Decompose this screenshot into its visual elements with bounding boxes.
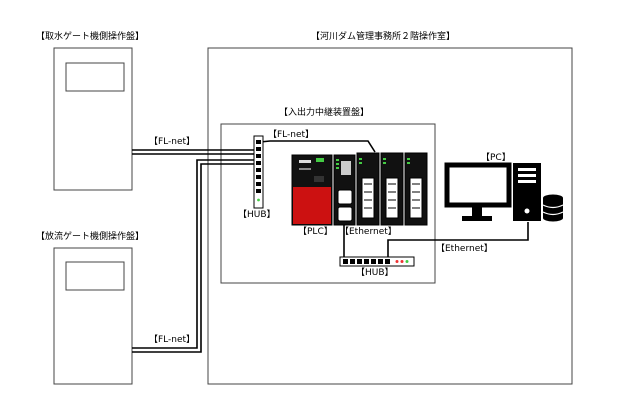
ethernet-pc-label: 【Ethernet】: [436, 244, 493, 254]
hub-vertical-label: 【HUB】: [238, 210, 276, 220]
fl-net-cable-intake: [132, 149, 258, 155]
control-room-title: 【河川ダム管理事務所２階操作室】: [311, 32, 456, 42]
ethernet-module: [333, 154, 356, 226]
plc-rack: [291, 154, 333, 226]
pc-tower-icon: [513, 163, 541, 221]
database-icon: [542, 194, 564, 222]
monitor-icon: [444, 162, 512, 221]
fl-net-cable-hub-plc: [258, 140, 376, 153]
hub-horizontal: [339, 256, 415, 267]
io-modules: [356, 152, 428, 226]
fl-net-cable-discharge: [132, 159, 258, 353]
fl-net-label-inner: 【FL-net】: [268, 130, 315, 140]
intake-panel-title: 【取水ゲート機側操作盤】: [36, 32, 145, 42]
relay-panel-title: 【入出力中継装置盤】: [279, 108, 370, 118]
hub-vertical: [253, 135, 264, 209]
intake-gate-panel: [53, 47, 133, 191]
fl-net-label-top: 【FL-net】: [149, 137, 196, 147]
control-room-box: [207, 47, 573, 385]
ethernet-plc-label: 【Ethernet】: [340, 227, 397, 237]
discharge-gate-panel: [53, 247, 133, 385]
ethernet-cable-hub-pc: [387, 222, 529, 257]
relay-panel-box: [220, 123, 436, 284]
discharge-panel-title: 【放流ゲート機側操作盤】: [36, 232, 145, 242]
fl-net-label-bottom: 【FL-net】: [149, 335, 196, 345]
hub-horizontal-label: 【HUB】: [356, 268, 394, 278]
plc-label: 【PLC】: [298, 227, 333, 237]
pc-label: 【PC】: [481, 153, 511, 163]
